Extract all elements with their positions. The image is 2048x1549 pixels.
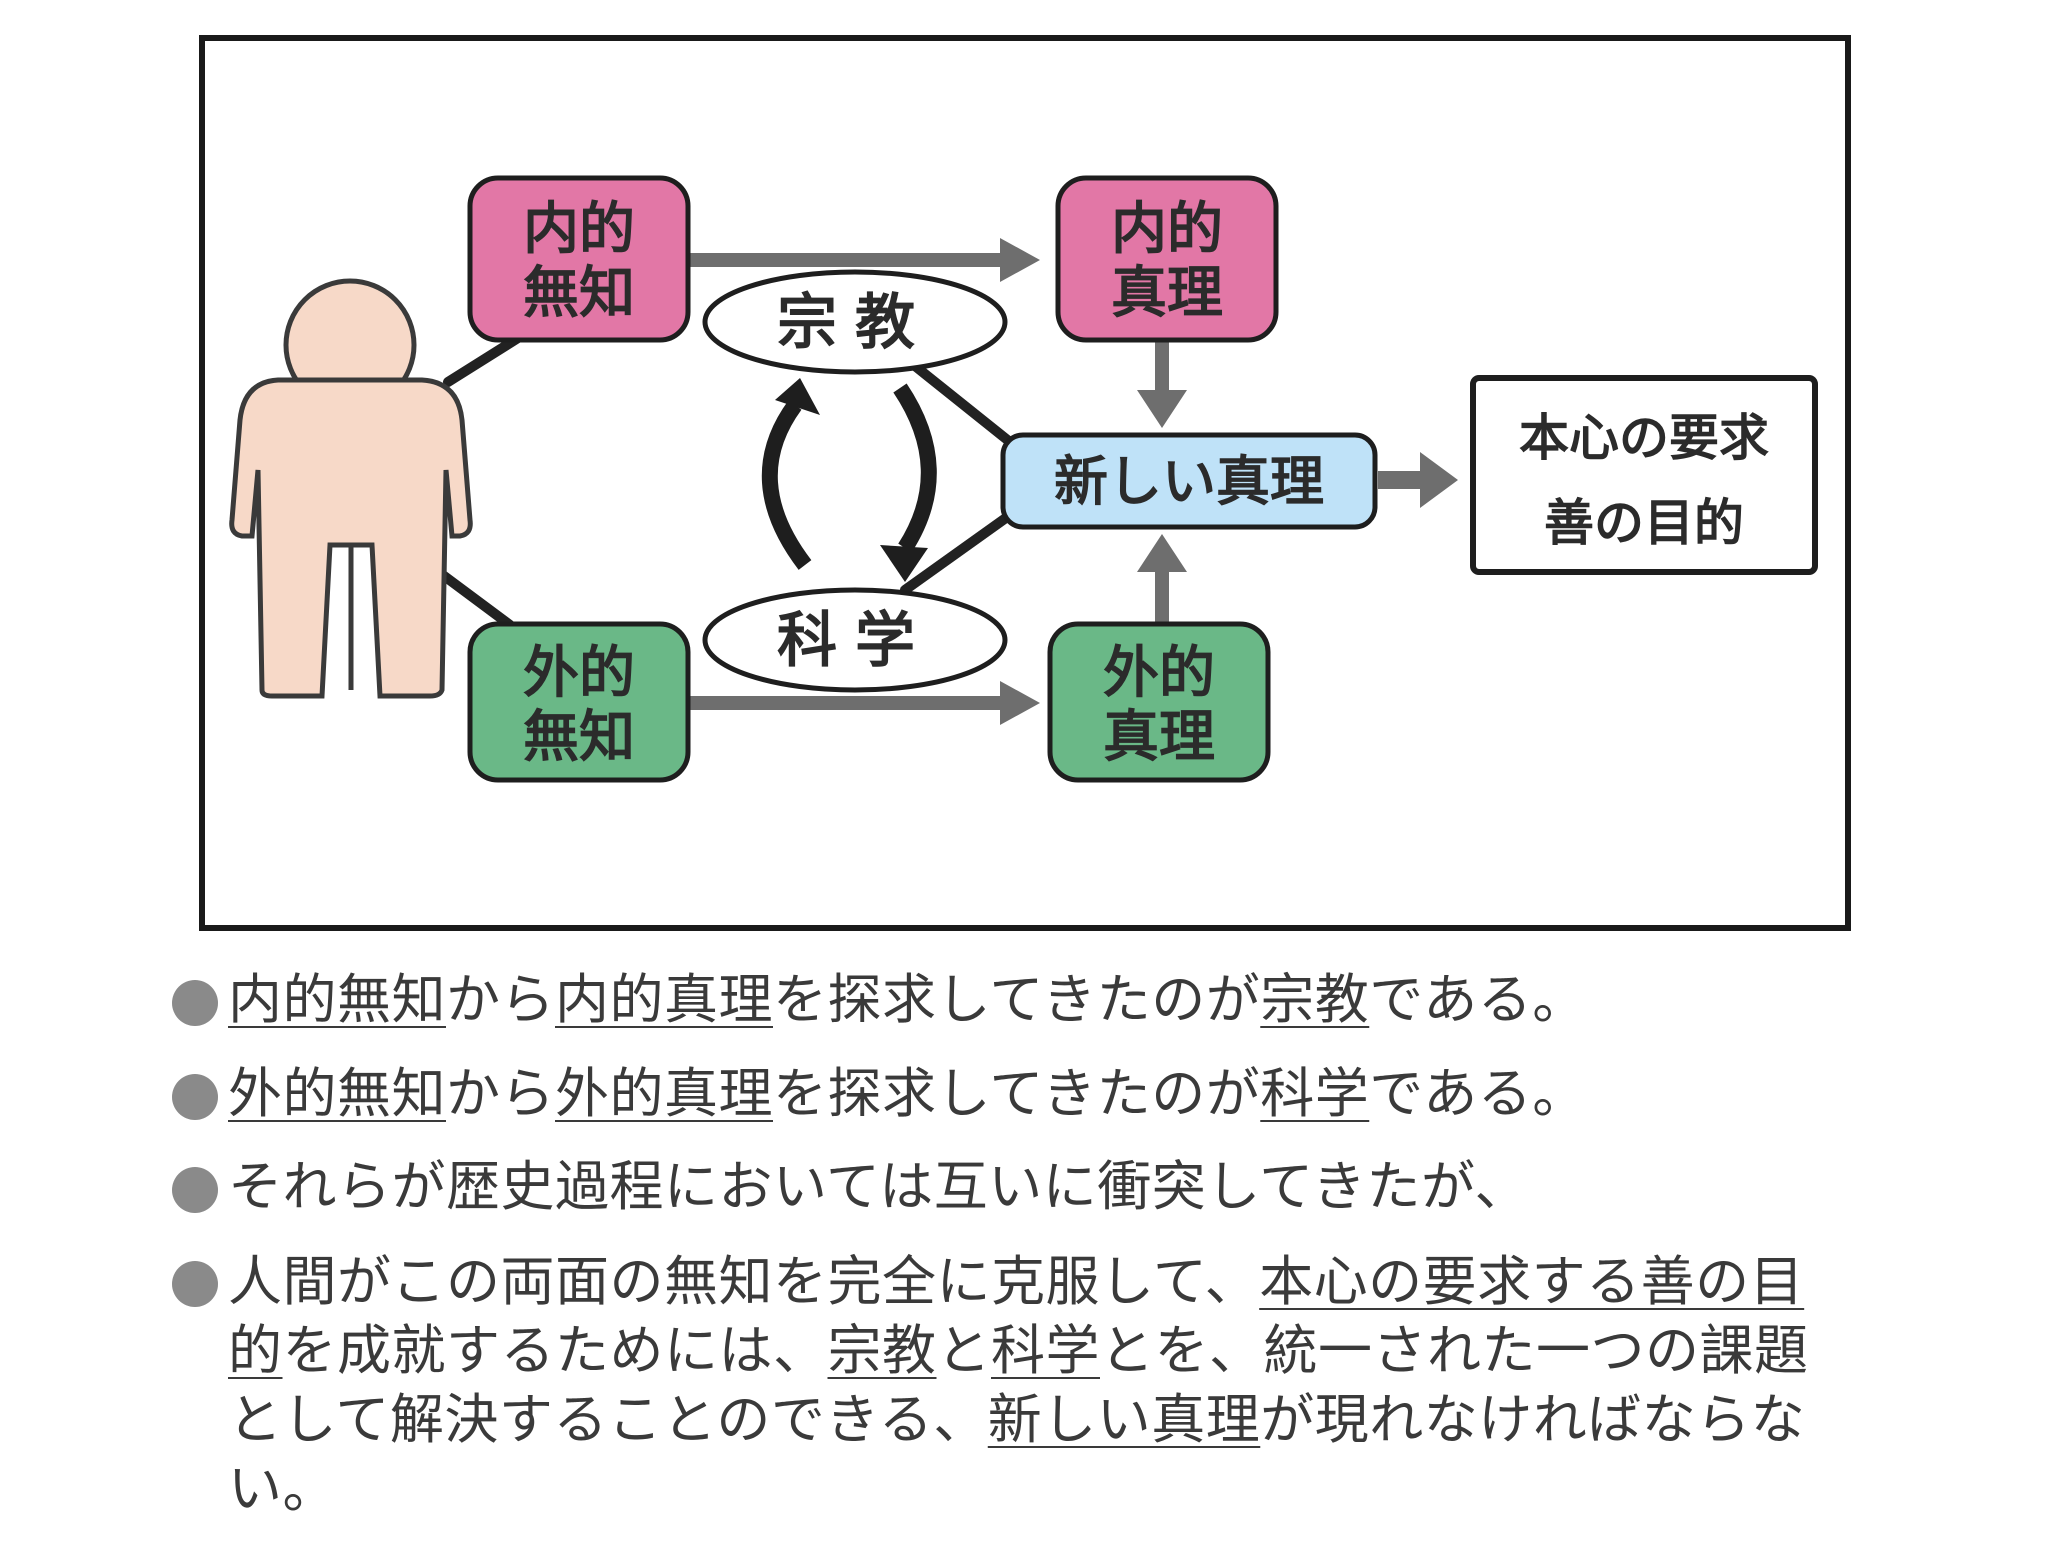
underlined-term: 外的真理 — [555, 1061, 773, 1125]
bullet-dot-icon — [172, 980, 218, 1026]
svg-text:真理: 真理 — [1111, 261, 1223, 326]
underlined-term: 宗教 — [1260, 968, 1370, 1031]
bullet-dot-icon — [172, 1073, 218, 1120]
svg-text:真理: 真理 — [1103, 705, 1215, 770]
bullet-text: 人間がこの両面の無知を完全に克服して、 — [228, 1249, 1260, 1313]
underlined-term: 内的真理 — [555, 968, 773, 1031]
underlined-term: 外的無知 — [228, 1061, 446, 1125]
concept-diagram: 内的 無知 内的 真理 外的 無知 外的 真理 宗教 科学 新しい真理 本心の要… — [199, 35, 1851, 931]
bullet-item: 外的無知から外的真理を探求してきたのが科学である。 — [172, 1060, 2032, 1128]
underlined-term: 新しい真理 — [987, 1387, 1261, 1451]
svg-text:外的: 外的 — [1103, 641, 1215, 706]
underlined-term: 科学 — [991, 1318, 1100, 1382]
cycle-arrows — [761, 378, 937, 582]
bullet-text: から — [446, 1061, 555, 1125]
underlined-term: 本心の要求する善の目的 — [228, 1249, 1805, 1382]
svg-text:外的: 外的 — [523, 641, 635, 706]
bullet-text: を探求してきたのが — [773, 1061, 1261, 1125]
bullet-text: である。 — [1369, 1061, 1587, 1125]
svg-text:無知: 無知 — [523, 705, 635, 770]
flow-arrows — [690, 238, 1458, 725]
bullet-dot-icon — [172, 1260, 218, 1307]
svg-text:無知: 無知 — [523, 261, 635, 326]
bullet-text: を成就するためには、 — [282, 1318, 828, 1382]
bullet-item: それらが歴史過程においては互いに衝突してきたが、 — [172, 1153, 2032, 1221]
bullet-item: 人間がこの両面の無知を完全に克服して、本心の要求する善の目的を成就するためには、… — [172, 1247, 2032, 1523]
bullet-item: 内的無知から内的真理を探求してきたのが宗教である。 — [172, 966, 2032, 1034]
svg-text:内的: 内的 — [523, 197, 635, 262]
svg-text:宗教: 宗教 — [777, 288, 933, 358]
bullet-text: それらが歴史過程においては互いに衝突してきたが、 — [228, 1155, 1529, 1218]
goal-box: 本心の要求 善の目的 — [1470, 375, 1818, 575]
underlined-term: 内的無知 — [228, 968, 446, 1031]
outer-truth-box: 外的 真理 — [1047, 621, 1271, 783]
bullet-text: である。 — [1369, 968, 1587, 1031]
bullet-text: を探求してきたのが — [773, 968, 1261, 1031]
svg-text:新しい真理: 新しい真理 — [1054, 450, 1324, 513]
bullet-text: から — [446, 968, 555, 1031]
bullet-text: とを、統一された一つの課題として解決することのできる、 — [228, 1318, 1809, 1451]
inner-truth-box: 内的 真理 — [1055, 175, 1279, 343]
svg-text:科学: 科学 — [777, 606, 933, 676]
outer-ignorance-box: 外的 無知 — [467, 621, 691, 783]
religion-ellipse: 宗教 — [702, 269, 1008, 375]
svg-text:善の目的: 善の目的 — [1544, 494, 1744, 552]
underlined-term: 科学 — [1260, 1061, 1370, 1125]
bullet-dot-icon — [172, 1167, 218, 1213]
science-ellipse: 科学 — [702, 587, 1008, 693]
svg-text:本心の要求: 本心の要求 — [1519, 409, 1769, 467]
bullet-list: 内的無知から内的真理を探求してきたのが宗教である。外的無知から外的真理を探求して… — [172, 966, 2032, 1549]
underlined-term: 宗教 — [827, 1318, 937, 1382]
svg-text:内的: 内的 — [1111, 197, 1223, 262]
new-truth-box: 新しい真理 — [1000, 432, 1378, 530]
inner-ignorance-box: 内的 無知 — [467, 175, 691, 343]
person-figure — [229, 278, 473, 699]
bullet-text: と — [936, 1318, 991, 1382]
bullet-text: が現れなければならない。 — [228, 1387, 1806, 1520]
